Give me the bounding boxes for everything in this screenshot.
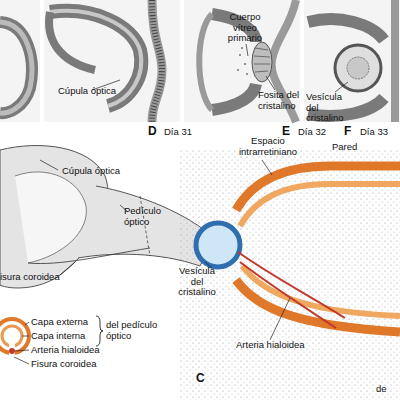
part-label: Cúpula óptica [58, 86, 116, 97]
leader-line [15, 350, 29, 351]
leader-line [270, 298, 290, 340]
part-label: Pared [332, 142, 357, 153]
part-label: Vesícula del cristalino [172, 266, 222, 298]
part-label: Cúpula óptica [62, 166, 120, 177]
brace [96, 316, 103, 346]
surface-ectoderm [391, 0, 399, 122]
part-label: Capa externa [31, 317, 88, 328]
stage-label: Día 31 [164, 127, 192, 138]
lens-vesicle [335, 45, 381, 91]
part-label: Fisura coroidea [31, 359, 96, 370]
optic-cup-opening [15, 172, 86, 263]
part-label: Fosita del cristalino [258, 90, 302, 111]
leader-line [262, 160, 272, 175]
optic-cup [212, 84, 256, 110]
part-label: isura coroidea [0, 272, 60, 283]
leader-line [40, 160, 58, 170]
fissure-gap [9, 344, 15, 358]
part-label: Arteria hialoidea [236, 340, 305, 351]
leader-line [266, 76, 275, 90]
lens-vesicle [196, 223, 240, 267]
leader-line [22, 336, 29, 337]
part-label: Capa interna [31, 331, 85, 342]
optic-cup-lumen [50, 11, 141, 106]
lens-placode [252, 42, 272, 82]
hyaloid-artery-dot [9, 348, 15, 354]
part-label: Cuerpo vítreo primario [224, 12, 266, 44]
optic-cup-wall [49, 12, 95, 70]
hyaloid-artery [238, 252, 345, 318]
part-label: del pedículo óptico [106, 320, 166, 341]
part-label: Espacio intrarretiniano [228, 136, 308, 157]
panel-gap [180, 0, 184, 140]
panel-letter: D [148, 125, 157, 138]
leader-line [246, 44, 248, 56]
stage-label: Día 32 [298, 127, 326, 138]
panel-background [0, 0, 400, 122]
leader-line [60, 262, 75, 275]
lens-striation [254, 48, 270, 72]
leader-line [14, 357, 29, 364]
hyaloid-artery [240, 262, 336, 328]
panel-letter: F [344, 125, 351, 138]
part-label: Vesícula del cristalino [306, 92, 350, 124]
optic-vesicle-lumen [0, 22, 32, 113]
lens-lumen [347, 57, 369, 79]
leader-line [335, 82, 348, 92]
optic-cup-inner-layer [240, 184, 400, 226]
optic-cup [50, 11, 141, 106]
ectoderm-texture [152, 0, 162, 122]
panel-gap [40, 0, 44, 122]
part-label: Arteria hialoidea [31, 345, 100, 356]
optic-vesicle [0, 22, 32, 113]
optic-cup-inner-layer [242, 266, 400, 316]
inner-layer-ring [2, 326, 22, 346]
panel-letter: C [196, 372, 205, 385]
vitreous-dots [237, 47, 248, 75]
stage-label: Día 33 [360, 127, 388, 138]
choroid-fissure-line [28, 248, 150, 264]
part-label: Pedículo óptico [124, 206, 172, 227]
part-label: de [376, 384, 387, 395]
optic-cup [308, 19, 384, 40]
optic-stalk [199, 14, 212, 110]
leader-line [25, 322, 29, 325]
surface-ectoderm [152, 0, 162, 122]
panel-gap [300, 0, 304, 140]
